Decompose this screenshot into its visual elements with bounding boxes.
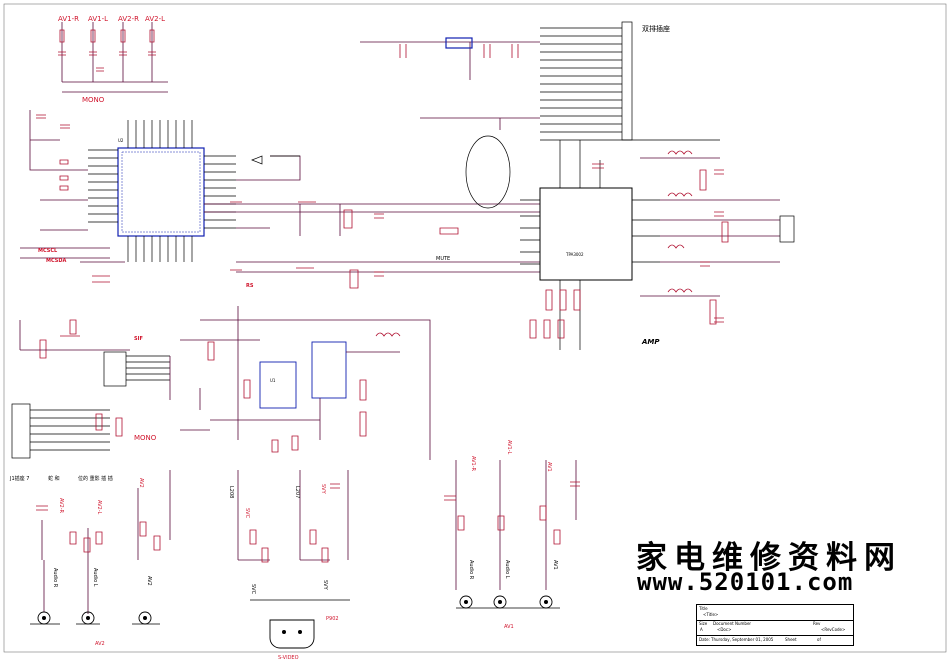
av1-r-label: AV1-R: [58, 15, 79, 23]
av1-bottom-label: AV1: [504, 624, 514, 630]
svc-low-label: SVC: [250, 584, 256, 595]
av1-r-mid-label: AV1-R: [470, 456, 476, 472]
av2-vertical-label: AV2: [146, 576, 152, 586]
l208-label: L208: [228, 486, 234, 498]
input-resistor-network: [58, 22, 168, 93]
svc-label: SVC: [244, 508, 250, 519]
svy-label: SVY: [320, 484, 326, 495]
lower-left-connectors: [11, 319, 171, 459]
av2-r-label: AV2-R: [118, 15, 139, 23]
rs-label: RS: [246, 283, 254, 289]
output-filter: [640, 150, 795, 325]
size-label: Size: [699, 621, 708, 626]
signal-routing: [204, 155, 540, 289]
amp-label: AMP: [641, 338, 660, 346]
left-passives: [20, 110, 125, 283]
ic-u1-label: U1: [270, 378, 276, 383]
tpa-label: TPA3002: [565, 252, 584, 257]
title-value: <Title>: [703, 612, 719, 617]
dual-row-connector: [360, 21, 633, 141]
l207-label: L207: [294, 486, 300, 498]
av1-l-label: AV1-L: [88, 15, 108, 23]
av2-l-label: AV2-L: [145, 15, 165, 23]
svy-low-label: SVY: [322, 580, 328, 591]
p902-label: P902: [326, 616, 339, 622]
highlight-oval: [465, 135, 511, 209]
sif-label: SIF: [134, 336, 143, 342]
av2-bottom-label: AV2: [95, 641, 105, 647]
av1-l-mid-label: AV1-L: [506, 440, 512, 455]
date-value: Thursday, September 01, 2005: [711, 637, 774, 642]
size-value: A: [700, 627, 703, 632]
watermark-chinese: 家电维修资料网: [636, 540, 902, 576]
av2-l-low-label: AV2-L: [96, 500, 102, 515]
svideo-label: S-VIDEO: [278, 655, 299, 661]
rev-value: <RevCode>: [821, 627, 846, 632]
j1-note-label: J1插座 7: [9, 475, 29, 482]
docnum-value: <Doc>: [717, 627, 732, 632]
audio-r-right-label: Audio R: [468, 560, 474, 580]
and-label: 蛇 和: [48, 475, 60, 482]
watermark-url: www.520101.com: [637, 568, 854, 596]
mono-label-top: MONO: [82, 96, 105, 104]
av2-r-low-label: AV2-R: [58, 498, 64, 514]
av2-low-label: AV2: [138, 478, 144, 488]
av2-audio-section: [30, 470, 171, 625]
av1-vertical-label: AV1: [552, 560, 558, 570]
lower-mid-circuits: [180, 306, 431, 460]
svideo-section: [237, 470, 350, 649]
audio-l-left-label: Audio L: [92, 568, 98, 587]
mcscl-label: MCSCL: [38, 248, 58, 254]
amplifier-ic: [520, 139, 720, 350]
sheet-of: of: [817, 637, 821, 642]
bits-label: 位的 重影 插 插: [78, 475, 113, 482]
av1-mid-label: AV1: [546, 462, 552, 472]
docnum-label: Document Number: [713, 621, 752, 626]
mute-label: MUTE: [436, 256, 450, 262]
title-block: Title <Title> Size A Document Number <Do…: [696, 604, 854, 646]
audio-processor-ic: [88, 120, 236, 262]
audio-r-left-label: Audio R: [52, 568, 58, 588]
title-label: Title: [699, 606, 708, 611]
rev-label: Rev: [813, 621, 821, 626]
sheet-border: [3, 3, 947, 653]
audio-l-right-label: Audio L: [504, 560, 510, 579]
date-label: Date:: [699, 637, 710, 642]
av1-audio-section: [444, 460, 580, 609]
sheet-label: Sheet: [785, 637, 797, 642]
ic-u2-label: U2: [118, 138, 124, 143]
mono-label-mid: MONO: [134, 434, 157, 442]
mcsda-label: MCSDA: [46, 258, 66, 264]
dual-connector-label: 双排插座: [642, 24, 670, 33]
